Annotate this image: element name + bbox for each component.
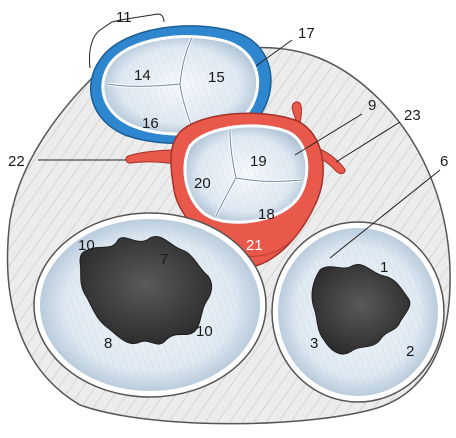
label-2: 2 <box>406 343 414 360</box>
label-1: 1 <box>380 259 388 276</box>
mitral-valve <box>34 213 266 397</box>
label-15: 15 <box>208 69 225 86</box>
label-18: 18 <box>258 206 275 223</box>
label-16: 16 <box>142 115 159 132</box>
tricuspid-valve <box>272 222 444 402</box>
label-9: 9 <box>368 97 376 114</box>
label-10-bottom: 10 <box>196 323 213 340</box>
label-10-top: 10 <box>78 237 95 254</box>
label-21: 21 <box>246 237 263 254</box>
label-3: 3 <box>310 335 318 352</box>
label-7: 7 <box>160 251 168 268</box>
label-19: 19 <box>250 153 267 170</box>
label-6: 6 <box>440 153 448 170</box>
label-8: 8 <box>104 335 112 352</box>
label-11: 11 <box>116 9 132 26</box>
label-17: 17 <box>298 25 315 42</box>
label-20: 20 <box>194 175 211 192</box>
label-14: 14 <box>134 67 151 84</box>
label-23: 23 <box>404 107 421 124</box>
label-22: 22 <box>8 153 25 170</box>
